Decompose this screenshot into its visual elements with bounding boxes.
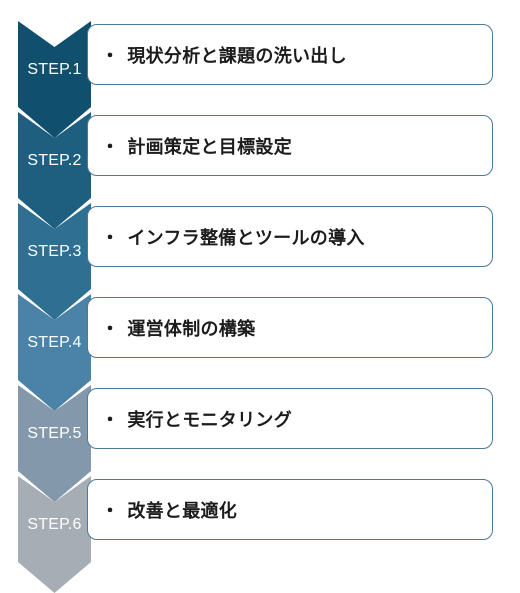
step-chevron <box>18 203 91 320</box>
step-label: STEP.3 <box>27 243 82 260</box>
step-label: STEP.4 <box>27 334 82 351</box>
step-3: STEP.3 ・インフラ整備とツールの導入 <box>0 203 520 320</box>
step-label: STEP.1 <box>27 61 82 78</box>
step-description: ・運営体制の構築 <box>101 315 255 341</box>
step-chevron <box>18 21 91 138</box>
step-chevron-shape <box>18 294 91 411</box>
step-text: 計画策定と目標設定 <box>127 137 293 158</box>
step-card: ・インフラ整備とツールの導入 <box>87 206 493 267</box>
step-chevron <box>18 385 91 502</box>
step-5: STEP.5 ・実行とモニタリング <box>0 385 520 502</box>
step-1: STEP.1 ・現状分析と課題の洗い出し <box>0 21 520 138</box>
bullet-icon: ・ <box>101 501 120 522</box>
step-card: ・現状分析と課題の洗い出し <box>87 24 493 85</box>
step-card: ・改善と最適化 <box>87 479 493 540</box>
step-text: 改善と最適化 <box>127 501 238 522</box>
step-6: STEP.6 ・改善と最適化 <box>0 476 520 593</box>
step-label: STEP.6 <box>27 516 82 533</box>
bullet-icon: ・ <box>101 319 120 340</box>
step-text: 現状分析と課題の洗い出し <box>127 46 347 67</box>
step-label: STEP.5 <box>27 425 82 442</box>
bullet-icon: ・ <box>101 46 120 67</box>
bullet-icon: ・ <box>101 410 120 431</box>
step-chevron <box>18 294 91 411</box>
step-text: 運営体制の構築 <box>127 319 256 340</box>
step-chevron-shape <box>18 112 91 229</box>
step-text: インフラ整備とツールの導入 <box>127 228 365 249</box>
step-card: ・計画策定と目標設定 <box>87 115 493 176</box>
step-description: ・実行とモニタリング <box>101 406 292 432</box>
step-text: 実行とモニタリング <box>127 410 293 431</box>
step-description: ・改善と最適化 <box>101 497 237 523</box>
step-chevron-shape <box>18 203 91 320</box>
bullet-icon: ・ <box>101 228 120 249</box>
step-chevron <box>18 112 91 229</box>
bullet-icon: ・ <box>101 137 120 158</box>
step-description: ・計画策定と目標設定 <box>101 133 292 159</box>
step-chevron-shape <box>18 21 91 138</box>
step-chevron-shape <box>18 385 91 502</box>
step-description: ・インフラ整備とツールの導入 <box>101 224 365 250</box>
step-card: ・運営体制の構築 <box>87 297 493 358</box>
step-2: STEP.2 ・計画策定と目標設定 <box>0 112 520 229</box>
step-description: ・現状分析と課題の洗い出し <box>101 42 347 68</box>
step-label: STEP.2 <box>27 152 82 169</box>
step-4: STEP.4 ・運営体制の構築 <box>0 294 520 411</box>
step-chevron <box>18 476 91 593</box>
step-card: ・実行とモニタリング <box>87 388 493 449</box>
step-chevron-shape <box>18 476 91 593</box>
